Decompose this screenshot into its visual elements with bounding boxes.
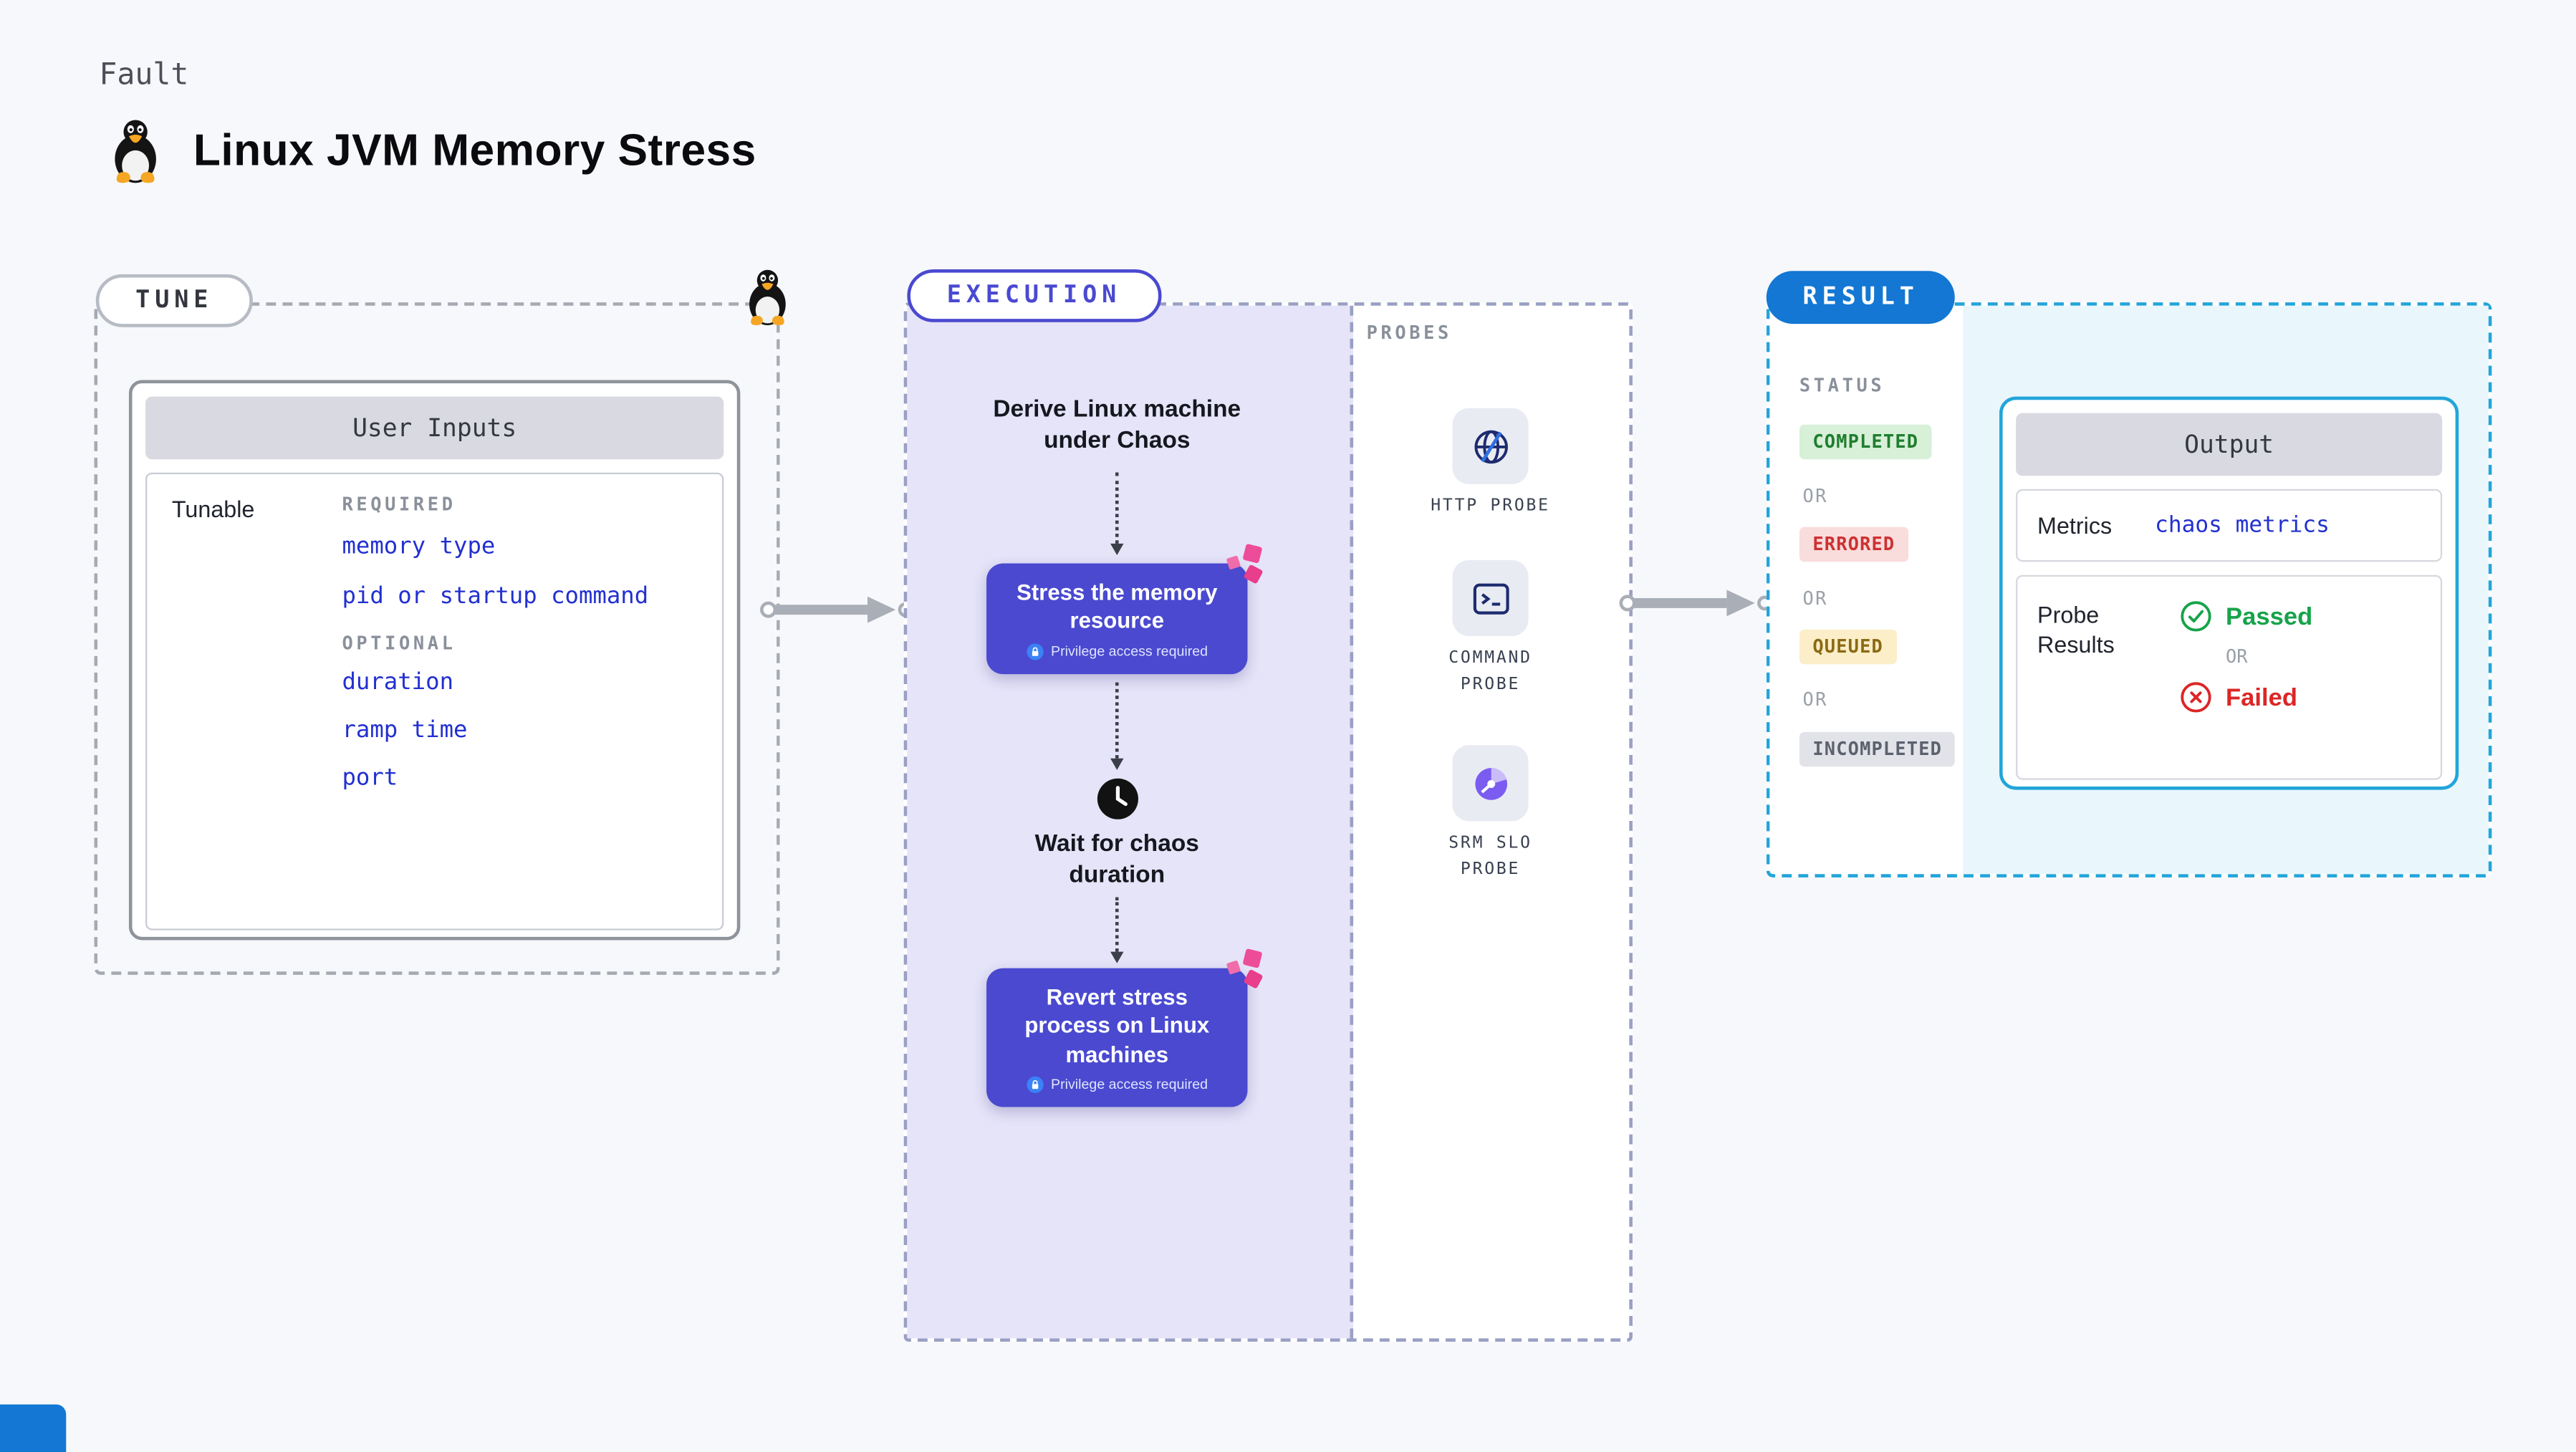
result-section: STATUS COMPLETED OR ERRORED OR QUEUED OR… — [1766, 302, 2492, 878]
srm-slo-probe-label: SRM SLO PROBE — [1448, 834, 1532, 878]
flow-arrow-down-1 — [1110, 472, 1124, 556]
passed-label: Passed — [2226, 602, 2313, 630]
terminal-icon — [1472, 582, 1509, 614]
flow-arrow-down-3 — [1110, 897, 1124, 963]
param-port[interactable]: port — [342, 764, 398, 792]
metrics-value[interactable]: chaos metrics — [2155, 512, 2330, 539]
param-ramp-time[interactable]: ramp time — [342, 717, 468, 744]
output-card: Output Metrics chaos metrics Probe Resul… — [1999, 396, 2459, 790]
execution-pill: EXECUTION — [907, 269, 1161, 322]
result-pill-label: RESULT — [1802, 284, 1919, 311]
command-probe-label: COMMAND PROBE — [1448, 649, 1532, 693]
probe-results-label: Probe Results — [2037, 601, 2115, 658]
param-memory-type[interactable]: memory type — [342, 534, 496, 560]
user-inputs-card: User Inputs Tunable REQUIRED memory type… — [128, 380, 741, 941]
http-probe-label: HTTP PROBE — [1431, 497, 1550, 516]
optional-section-label: OPTIONAL — [342, 633, 456, 655]
execution-pill-label: EXECUTION — [946, 282, 1122, 309]
x-circle-icon — [2181, 682, 2211, 713]
or-label: OR — [1802, 486, 1828, 508]
metrics-row: Metrics chaos metrics — [2016, 489, 2443, 562]
lock-icon — [1027, 643, 1044, 660]
tunable-label: Tunable — [171, 495, 255, 522]
check-circle-icon — [2181, 601, 2211, 632]
tune-section — [94, 302, 780, 975]
probe-results-row: Probe Results Passed OR — [2016, 574, 2443, 780]
failed-label: Failed — [2226, 683, 2298, 711]
wait-duration-node: Wait for chaos duration — [1034, 831, 1199, 890]
status-badge-queued: QUEUED — [1799, 629, 1897, 665]
bottom-left-accent — [0, 1404, 67, 1452]
probes-heading: PROBES — [1366, 322, 1452, 344]
tune-pill: TUNE — [95, 274, 253, 327]
lock-icon — [1027, 1076, 1044, 1093]
output-header: Output — [2016, 413, 2443, 476]
privilege-text: Privilege access required — [1051, 643, 1208, 660]
privilege-badge: Privilege access required — [1001, 1075, 1233, 1093]
privilege-text: Privilege access required — [1051, 1076, 1208, 1093]
chaos-experiment-icon — [1226, 948, 1263, 989]
param-duration[interactable]: duration — [342, 669, 454, 696]
execution-section — [903, 302, 1633, 1342]
page-title: Linux JVM Memory Stress — [193, 125, 756, 176]
status-heading: STATUS — [1799, 375, 1885, 397]
or-label: OR — [1802, 688, 1828, 711]
tune-pill-label: TUNE — [135, 287, 213, 314]
globe-icon — [1474, 429, 1507, 463]
step-label: Revert stress process on Linux machines — [1024, 984, 1210, 1067]
tune-to-execution-arrow — [760, 596, 913, 623]
step-label: Stress the memory resource — [1017, 580, 1218, 634]
param-pid-or-startup-command[interactable]: pid or startup command — [342, 583, 649, 610]
fault-kicker: Fault — [99, 57, 189, 93]
srm-slo-probe-tile — [1452, 745, 1529, 822]
clock-icon — [1097, 778, 1138, 819]
user-inputs-body: Tunable REQUIRED memory type pid or star… — [145, 472, 724, 931]
user-inputs-header: User Inputs — [145, 396, 724, 460]
status-badge-completed: COMPLETED — [1799, 424, 1932, 460]
or-label: OR — [2226, 645, 2248, 668]
derive-machine-node: Derive Linux machine under Chaos — [993, 396, 1241, 455]
linux-tux-icon — [115, 120, 156, 183]
linux-tux-icon-small — [749, 269, 786, 326]
status-badge-incompleted: INCOMPLETED — [1799, 731, 1956, 767]
http-probe-tile — [1452, 408, 1529, 484]
execution-flow-area — [907, 305, 1354, 1339]
command-probe-tile — [1452, 559, 1529, 637]
or-label: OR — [1802, 588, 1828, 610]
required-section-label: REQUIRED — [342, 494, 456, 516]
flow-arrow-down-2 — [1110, 682, 1124, 770]
privilege-badge: Privilege access required — [1001, 642, 1233, 660]
chaos-experiment-icon — [1226, 544, 1263, 584]
gauge-pie-icon — [1474, 767, 1506, 799]
execution-to-result-arrow — [1619, 590, 1772, 617]
metrics-label: Metrics — [2037, 511, 2113, 539]
probe-results-values: Passed OR Failed — [2179, 600, 2312, 713]
status-badge-errored: ERRORED — [1799, 527, 1908, 562]
result-pill: RESULT — [1766, 271, 1956, 324]
revert-stress-step-button[interactable]: Revert stress process on Linux machines … — [986, 948, 1263, 1107]
stress-memory-step-button[interactable]: Stress the memory resource Privilege acc… — [986, 544, 1263, 674]
